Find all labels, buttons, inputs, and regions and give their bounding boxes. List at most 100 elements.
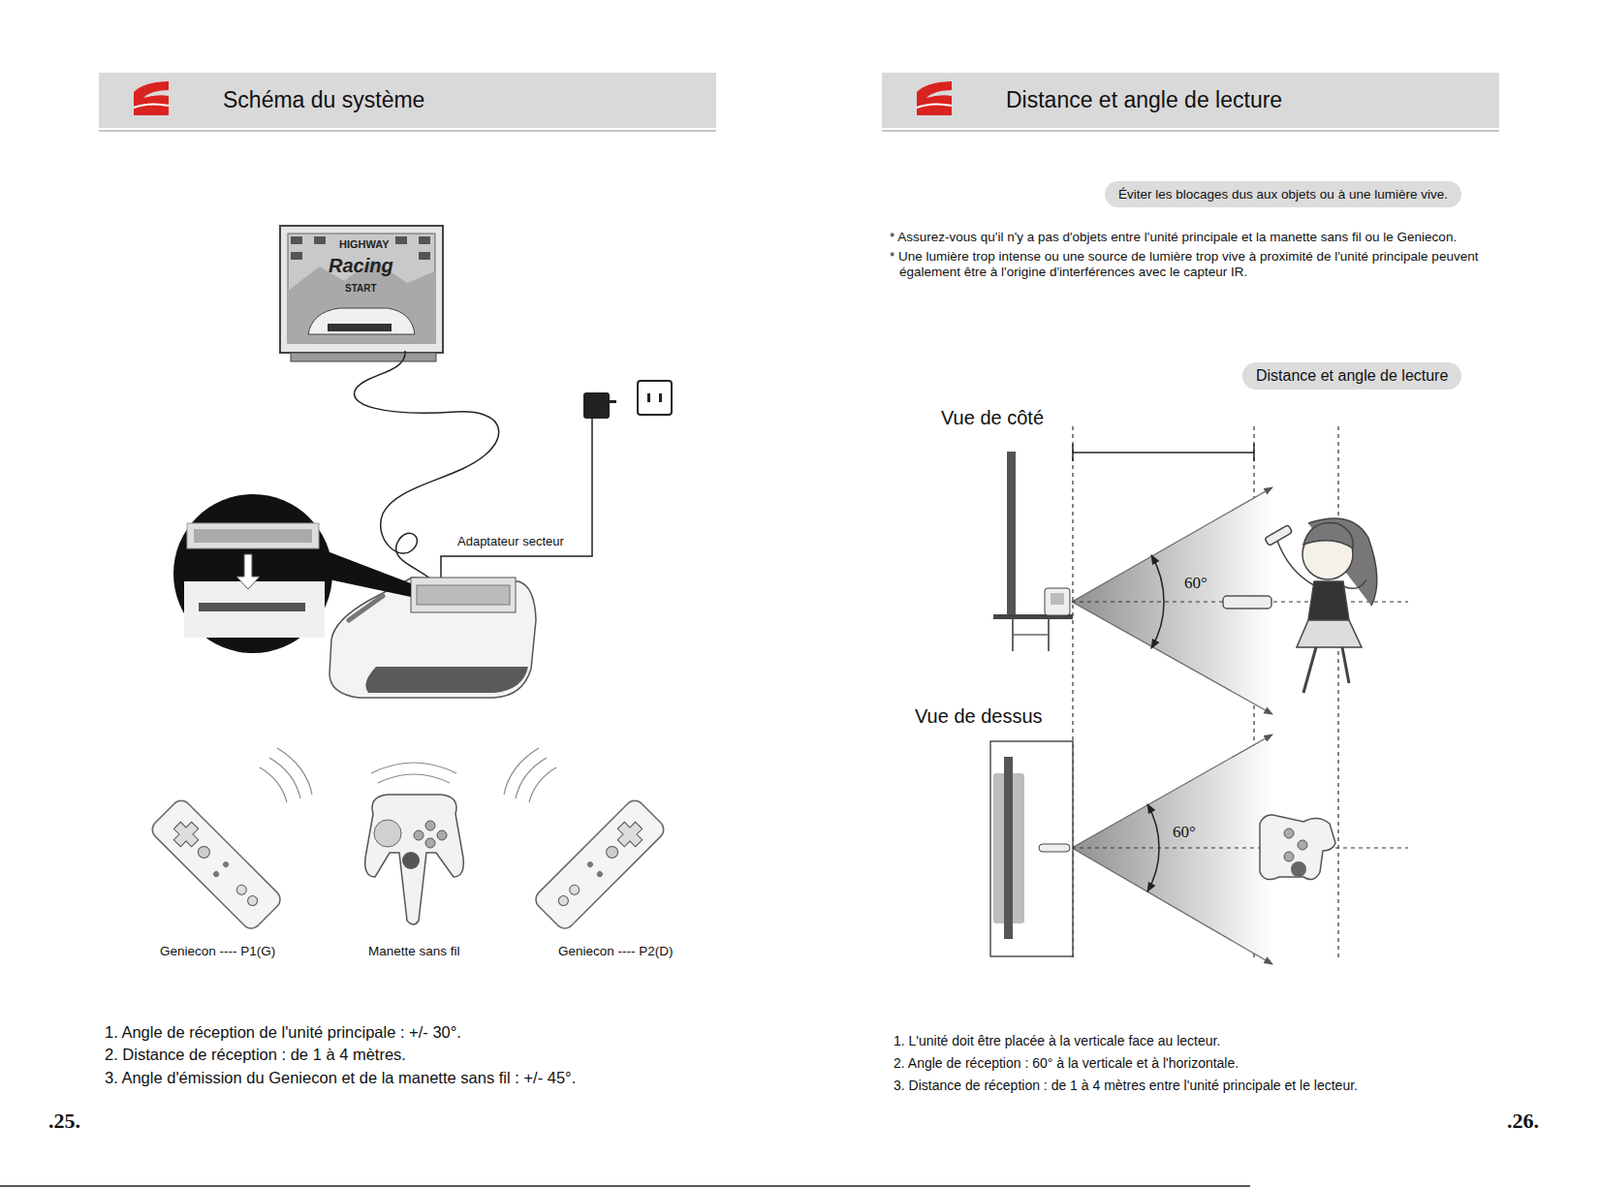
geniecon-remote-part: [532, 796, 668, 933]
geniecon-remote-part: [148, 796, 284, 933]
header-icon: [129, 78, 175, 120]
header-icon-shape: [916, 81, 952, 116]
top-view-figure-part: [1071, 734, 1273, 848]
geniecon-remote-part: [221, 860, 230, 869]
player-figure-part: [1308, 581, 1350, 621]
geniecon-remote-part: [168, 816, 205, 853]
wireless-gamepad: [365, 794, 465, 925]
geniecon-remote-part: [612, 816, 649, 853]
wireless-gamepad-part: [437, 830, 447, 841]
top-view-figure-part: [1284, 851, 1294, 862]
console-illustration-part: [365, 666, 529, 693]
header-rule-part: [98, 129, 717, 132]
section-header: Schéma du système: [98, 72, 717, 128]
guide-line-part: [1337, 426, 1339, 960]
geniecon-remote-part: [195, 844, 213, 861]
spec-note: 1. L'unité doit être placée à la vertica…: [893, 1033, 1221, 1050]
signal-waves-part: [377, 774, 450, 784]
signal-waves-part: [503, 748, 539, 795]
section-title: Schéma du système: [222, 87, 425, 115]
console-illustration-part: [198, 602, 306, 612]
wireless-gamepad-part: [413, 830, 424, 841]
geniecon-remote-part: [234, 882, 249, 897]
subheading-pill: Éviter les blocages dus aux objets ou à …: [1104, 181, 1462, 208]
side-view-figure: [993, 451, 1409, 715]
warning-note: * Assurez-vous qu'il n'y a pas d'objets …: [889, 229, 1457, 246]
header-icon: [912, 78, 958, 120]
console-illustration-part: [187, 523, 319, 549]
wireless-gamepad-part: [374, 819, 402, 848]
dimension-line-part: [1071, 443, 1074, 462]
subheading-text: Éviter les blocages dus aux objets ou à …: [1118, 187, 1448, 202]
header-icon-stripe: [133, 103, 169, 108]
dimension-line: [1072, 443, 1255, 462]
geniecon-remote-part: [596, 870, 604, 879]
spec-note: 3. Angle d'émission du Geniecon et de la…: [104, 1068, 576, 1089]
subheading-text: Distance et angle de lecture: [1255, 367, 1448, 384]
top-view-figure: [990, 734, 1409, 965]
side-view-figure-part: [1044, 588, 1070, 616]
screen-text: Racing: [328, 253, 394, 278]
header-rule: [98, 129, 1500, 132]
console-illustration: [173, 494, 536, 698]
wireless-gamepad-part: [425, 820, 436, 831]
header-rule-part: [881, 129, 1500, 132]
screen-text: START: [345, 282, 377, 295]
geniecon-remote: [148, 796, 284, 933]
wireless-gamepad-part: [365, 794, 465, 925]
dimension-line-part: [1072, 451, 1255, 454]
view-label: Vue de dessus: [914, 704, 1043, 728]
console-illustration-part: [236, 554, 260, 590]
geniecon-remote-part: [246, 894, 260, 909]
angle-label: 60°: [1172, 822, 1196, 843]
geniecon-remote-part: [212, 870, 220, 879]
geniecon-remote-part: [567, 882, 582, 897]
player-figure-part: [1296, 620, 1362, 648]
wireless-gamepad-part: [402, 851, 420, 870]
page-number: .25.: [48, 1108, 81, 1134]
tv-illustration-part: [290, 352, 437, 362]
geniecon-remote: [532, 796, 668, 933]
dimension-line-part: [1253, 443, 1255, 462]
spec-note: 1. Angle de réception de l'unité princip…: [104, 1023, 462, 1043]
side-view-figure-part: [1006, 451, 1016, 618]
player-figure-part: [1342, 647, 1350, 684]
side-view-figure-part: [1071, 487, 1273, 715]
tv-illustration: [280, 225, 443, 362]
power-adapter-part: [440, 418, 593, 580]
top-view-figure-part: [1071, 847, 1273, 965]
warning-note: * Une lumière trop intense ou une source…: [889, 249, 1510, 281]
header-icon-stripe: [916, 103, 952, 108]
geniecon-remote-part: [556, 894, 570, 909]
player-figure-part: [1303, 522, 1353, 549]
angle-label: 60°: [1184, 573, 1208, 594]
power-adapter-part: [658, 393, 662, 403]
view-label: Vue de côté: [941, 406, 1044, 430]
screen-text: HIGHWAY: [339, 238, 390, 251]
part-label: Adaptateur secteur: [457, 533, 565, 550]
signal-waves-part: [277, 748, 313, 795]
geniecon-remote-part: [603, 844, 621, 861]
part-label: Geniecon ---- P1(G): [159, 943, 276, 960]
spec-note: 2. Angle de réception : 60° à la vertica…: [893, 1055, 1239, 1072]
spec-note: 2. Distance de réception : de 1 à 4 mètr…: [104, 1045, 407, 1066]
spec-note: 3. Distance de réception : de 1 à 4 mètr…: [893, 1077, 1358, 1095]
part-label: Manette sans fil: [368, 943, 461, 960]
part-label: Geniecon ---- P2(D): [558, 943, 674, 960]
console-illustration-part: [319, 548, 411, 597]
subheading-pill: Distance et angle de lecture: [1242, 362, 1462, 390]
power-adapter-part: [609, 400, 617, 404]
geniecon-remote-part: [586, 860, 595, 869]
page-rule: [0, 1185, 1251, 1188]
player-figure-part: [1223, 596, 1272, 609]
top-view-figure-part: [990, 741, 1073, 957]
top-view-figure-part: [1259, 815, 1336, 880]
top-view-figure-part: [1071, 734, 1273, 965]
side-view-figure-part: [1050, 593, 1065, 605]
console-illustration-part: [193, 529, 313, 543]
signal-waves-part: [371, 762, 457, 774]
side-view-figure-part: [1071, 601, 1273, 715]
player-figure-part: [1264, 525, 1293, 547]
top-view-figure-part: [1071, 847, 1409, 848]
